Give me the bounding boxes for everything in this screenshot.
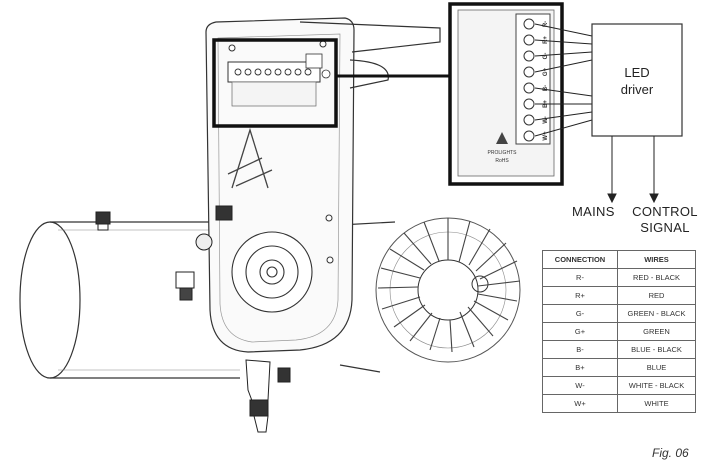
wires-cell: RED <box>617 286 696 305</box>
mains-label: MAINS <box>572 204 615 219</box>
connection-cell: W- <box>542 376 618 395</box>
led-driver-label-line: LED <box>624 65 650 80</box>
table-row: R+RED <box>542 286 696 305</box>
terminal-label: G- <box>543 53 549 60</box>
heatsink <box>375 217 521 363</box>
terminal-label: R+ <box>543 36 549 44</box>
connection-cell: R+ <box>542 286 618 305</box>
figure-label: Fig. 06 <box>652 446 689 460</box>
brand-logo <box>227 127 273 189</box>
board-mark: RoHS <box>495 158 509 164</box>
terminal-label: W- <box>543 116 549 124</box>
connection-cell: G+ <box>542 322 618 341</box>
rotation-hub <box>231 231 313 313</box>
side-handle <box>175 271 195 301</box>
wires-cell: RED - BLACK <box>617 268 696 287</box>
table-row: G-GREEN - BLACK <box>542 304 696 323</box>
terminal-label: R- <box>543 21 549 27</box>
terminal-label: B- <box>543 85 549 91</box>
rohs-triangle-icon <box>496 132 508 144</box>
control-signal-label-line: SIGNAL <box>640 220 690 235</box>
wires-cell: WHITE <box>617 394 696 413</box>
table-row: B+BLUE <box>542 358 696 377</box>
column-header-wires: WIRES <box>617 250 696 269</box>
connection-cell: G- <box>542 304 618 323</box>
wires-cell: BLUE - BLACK <box>617 340 696 359</box>
terminal-zoom-box: PROLIGHTS RoHS R- R+ G- G+ B- B+ W- W+ <box>448 2 564 186</box>
wires-cell: WHITE - BLACK <box>617 376 696 395</box>
top-knob <box>95 211 111 231</box>
bracket-screws <box>228 40 334 264</box>
wires-cell: BLUE <box>617 358 696 377</box>
control-signal-label-line: CONTROL <box>632 204 698 219</box>
bracket-knob <box>195 205 233 251</box>
terminal-wires <box>534 23 593 137</box>
board-brand: PROLIGHTS <box>488 150 518 156</box>
wires-cell: GREEN - BLACK <box>617 304 696 323</box>
wires-cell: GREEN <box>617 322 696 341</box>
connection-cell: B- <box>542 340 618 359</box>
driver-arrows <box>607 136 659 204</box>
table-row: G+GREEN <box>542 322 696 341</box>
connection-cell: R- <box>542 268 618 287</box>
table-row: B-BLUE - BLACK <box>542 340 696 359</box>
terminal-label: G+ <box>543 67 549 76</box>
led-driver-box <box>591 23 683 137</box>
detail-highlight-box <box>212 38 338 128</box>
led-driver-label: LED driver <box>592 64 682 98</box>
table-row: R-RED - BLACK <box>542 268 696 287</box>
bottom-clamp <box>245 359 291 433</box>
column-header-connection: CONNECTION <box>542 250 618 269</box>
connection-cell: B+ <box>542 358 618 377</box>
control-signal-label: CONTROL SIGNAL <box>630 204 700 236</box>
led-driver-label-line: driver <box>620 82 654 97</box>
terminal-label: W+ <box>543 131 549 141</box>
table-row: W-WHITE - BLACK <box>542 376 696 395</box>
connection-cell: W+ <box>542 394 618 413</box>
table-header-row: CONNECTION WIRES <box>542 250 696 269</box>
table-row: W+WHITE <box>542 394 696 413</box>
